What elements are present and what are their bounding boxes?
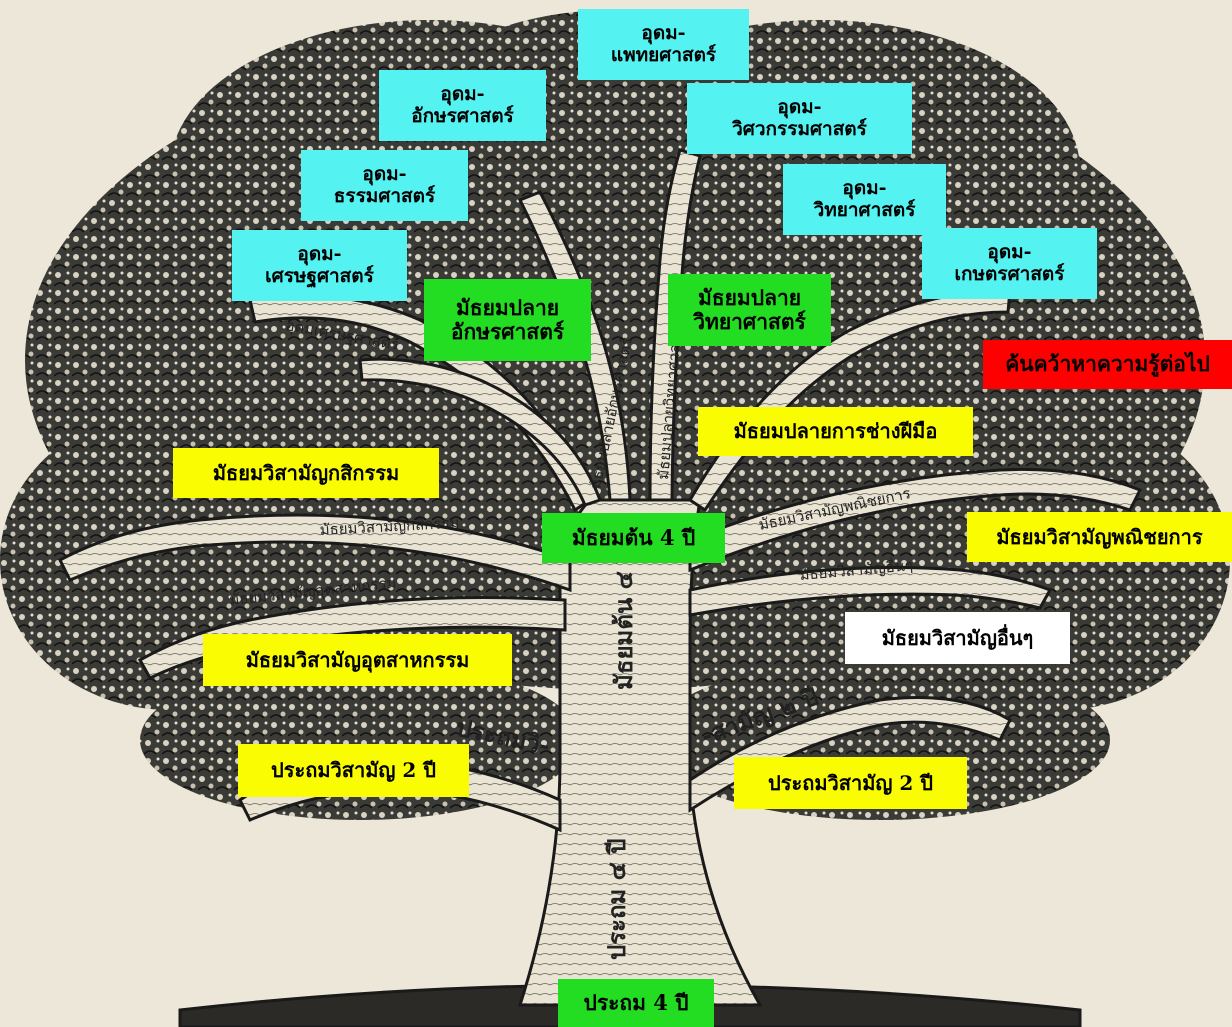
label-law: อุดม- ธรรมศาสตร์ (301, 150, 468, 221)
label-science-line2: วิทยาศาสตร์ (813, 198, 916, 221)
label-agriculture-line1: อุดม- (987, 240, 1032, 263)
label-primary-voc-right: ประถมวิสามัญ 2 ปี (734, 757, 967, 809)
label-upper-science: มัธยมปลาย วิทยาศาสตร์ (668, 274, 831, 346)
label-law-line2: ธรรมศาสตร์ (333, 184, 436, 207)
label-agriculture: อุดม- เกษตรศาสตร์ (922, 228, 1097, 299)
label-primary-voc-left: ประถมวิสามัญ 2 ปี (238, 744, 469, 797)
label-voc-other-text: มัธยมวิสามัญอื่นๆ (881, 625, 1034, 650)
label-engineering: อุดม- วิศวกรรมศาสตร์ (687, 83, 912, 154)
label-agriculture-line2: เกษตรศาสตร์ (954, 262, 1065, 285)
label-lower-secondary-text: มัธยมต้น 4 ปี (571, 524, 696, 550)
label-upper-arts-line1: มัธยมปลาย (455, 294, 560, 320)
label-voc-agriculture: มัธยมวิสามัญกสิกรรม (173, 448, 439, 498)
label-research-text: ค้นคว้าหาความรู้ต่อไป (1005, 351, 1210, 377)
label-upper-science-line1: มัธยมปลาย (697, 284, 802, 310)
label-primary-voc-right-text: ประถมวิสามัญ 2 ปี (768, 770, 933, 795)
label-voc-commerce-text: มัธยมวิสามัญพณิชยการ (996, 524, 1203, 549)
trunk-label-middle: มัธยมต้น ๔ ปี (610, 548, 638, 690)
label-craft-text: มัธยมปลายการช่างฝีมือ (733, 419, 938, 443)
label-economics: อุดม- เศรษฐศาสตร์ (232, 230, 407, 301)
label-arts-line1: อุดม- (440, 82, 485, 105)
label-medicine-line1: อุดม- (641, 21, 686, 44)
label-research: ค้นคว้าหาความรู้ต่อไป (983, 340, 1232, 389)
label-science: อุดม- วิทยาศาสตร์ (783, 164, 946, 235)
label-upper-arts-line2: อักษรศาสตร์ (450, 319, 565, 344)
label-medicine-line2: แพทยศาสตร์ (610, 43, 717, 66)
label-primary-voc-left-text: ประถมวิสามัญ 2 ปี (271, 758, 436, 782)
label-engineering-line2: วิศวกรรมศาสตร์ (732, 117, 867, 140)
label-primary: ประถม 4 ปี (558, 979, 714, 1027)
label-voc-other: มัธยมวิสามัญอื่นๆ (845, 612, 1070, 664)
label-lower-secondary: มัธยมต้น 4 ปี (542, 513, 725, 563)
label-law-line1: อุดม- (362, 162, 407, 185)
label-economics-line2: เศรษฐศาสตร์ (265, 264, 374, 287)
label-medicine: อุดม- แพทยศาสตร์ (578, 9, 749, 80)
label-arts: อุดม- อักษรศาสตร์ (379, 70, 546, 141)
label-upper-arts: มัธยมปลาย อักษรศาสตร์ (424, 279, 591, 361)
label-economics-line1: อุดม- (297, 242, 342, 265)
label-arts-line2: อักษรศาสตร์ (411, 104, 514, 127)
label-voc-commerce: มัธยมวิสามัญพณิชยการ (967, 512, 1232, 562)
label-voc-agriculture-text: มัธยมวิสามัญกสิกรรม (212, 460, 400, 485)
label-primary-text: ประถม 4 ปี (583, 989, 689, 1015)
label-upper-science-line2: วิทยาศาสตร์ (693, 309, 806, 334)
label-voc-industry-text: มัธยมวิสามัญอุตสาหกรรม (245, 647, 470, 672)
label-engineering-line1: อุดม- (777, 95, 822, 118)
trunk-label-primary: ประถม ๔ ปี (603, 839, 631, 960)
label-voc-industry: มัธยมวิสามัญอุตสาหกรรม (203, 634, 512, 686)
label-craft: มัธยมปลายการช่างฝีมือ (698, 407, 973, 456)
label-science-line1: อุดม- (842, 176, 887, 199)
